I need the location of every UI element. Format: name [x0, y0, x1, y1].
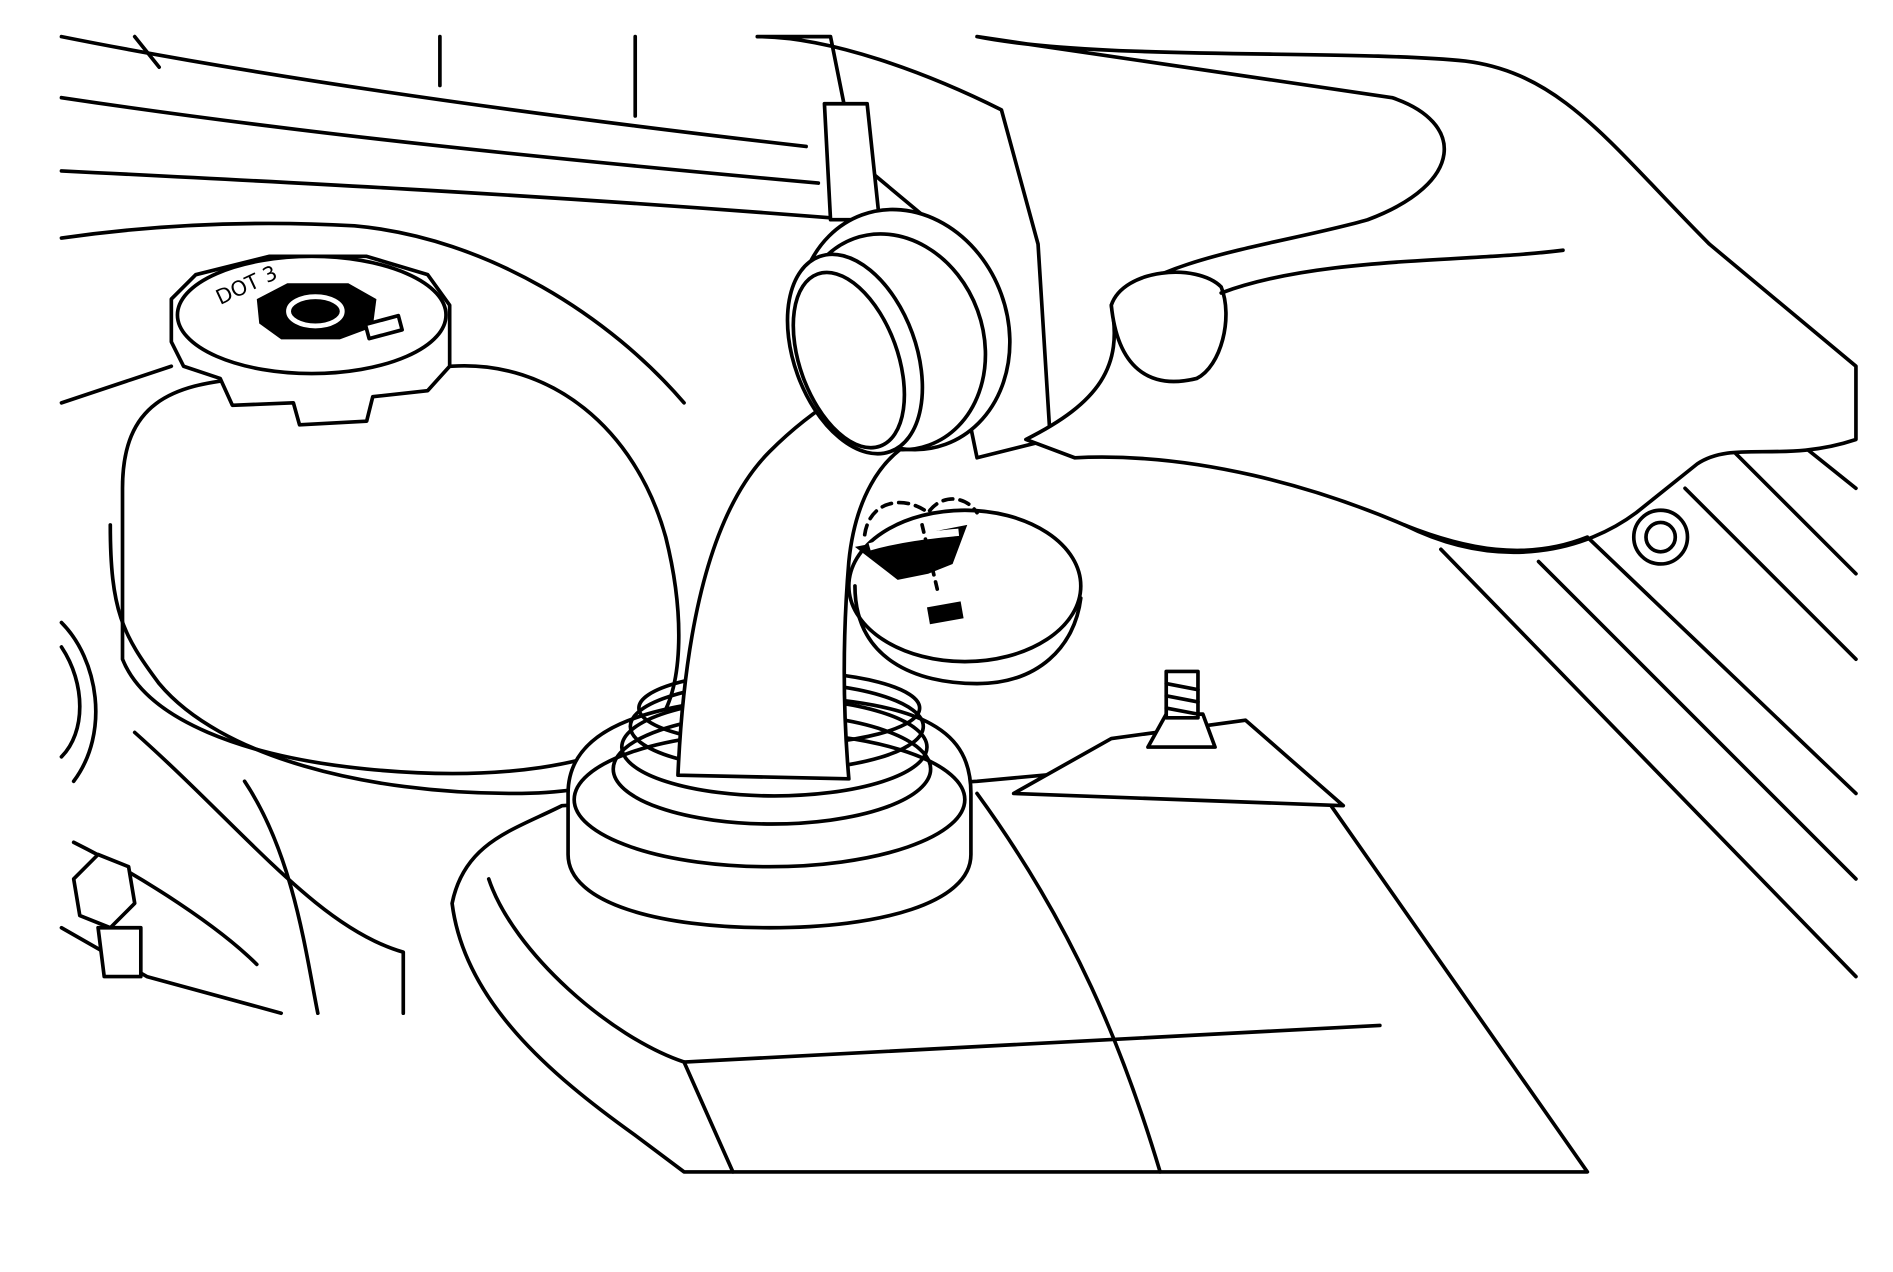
washer-fluid-cap: [847, 497, 1083, 686]
fluid-bottle: [755, 34, 1053, 460]
hand: [975, 34, 1858, 555]
brake-fluid-symbol-icon: [926, 601, 964, 625]
brake-fluid-cap: DOT 3: [169, 254, 452, 427]
brake-fluid-reservoir: [59, 364, 681, 1016]
engine-bay-background: [59, 34, 1858, 979]
washer-fluid-symbol-icon: [854, 497, 979, 594]
